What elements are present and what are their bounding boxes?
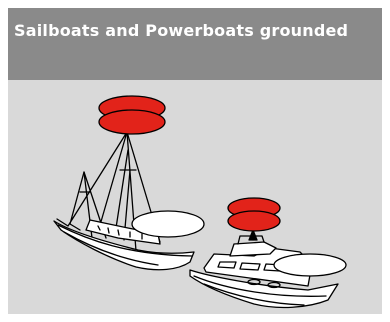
diagram-card: Sailboats and Powerboats grounded: [8, 8, 382, 314]
red-light-lower: [99, 110, 165, 134]
red-light-lower-2: [228, 211, 280, 231]
white-light-2: [274, 254, 346, 276]
page-title: Sailboats and Powerboats grounded: [14, 21, 348, 40]
white-light: [132, 211, 204, 237]
powerboat: [190, 198, 346, 307]
header-bar: Sailboats and Powerboats grounded: [8, 8, 382, 80]
sailboat: [54, 96, 204, 270]
boats-illustration: [8, 80, 382, 314]
powerboat-flybridge: [230, 242, 276, 256]
